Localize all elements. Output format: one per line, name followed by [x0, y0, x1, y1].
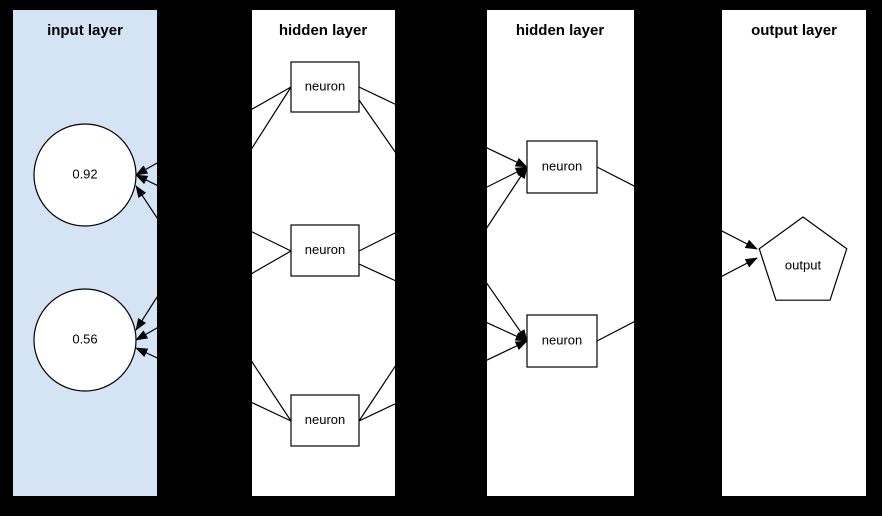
- connection-edge-h1n1-to-in1: [252, 250, 292, 275]
- connection-edge-h1n0-to-in1: [252, 86, 292, 150]
- connection-edge-out-to-h2n1: [596, 321, 634, 342]
- connection-edge-h2n1-to-h1n2: [487, 340, 528, 361]
- arrowhead-edge-h2n0-to-h1n0: [514, 157, 528, 168]
- arrowhead-edge-h2n0-to-h1n2: [516, 166, 528, 179]
- nodes-hidden-layer-2: neuron neuron: [526, 140, 598, 368]
- edges-clipped-hidden-layer-1: [252, 86, 395, 422]
- arrowhead-edge-h1n1-to-in0: [135, 174, 149, 185]
- connections-group: [135, 86, 758, 422]
- layer-panel-hidden-layer-2: [487, 10, 634, 496]
- connection-edge-h2n1-to-h1n1: [487, 322, 528, 342]
- connection-edge-h2n1-to-h1n0: [487, 282, 528, 342]
- edges-clipped-input-layer: [135, 162, 157, 359]
- node-shape-hidden1-node-1[interactable]: [290, 224, 360, 277]
- connection-edge-h1n1-to-in0: [252, 231, 292, 252]
- arrowhead-edge-h1n2-to-in1: [135, 347, 149, 358]
- arrowhead-edge-h1n0-to-in1: [135, 317, 146, 331]
- connection-edge-out-to-h2n0: [722, 230, 758, 250]
- connection-edge-h2n0-to-h1n2: [487, 166, 528, 229]
- nodes-output-layer: output: [758, 216, 848, 301]
- layer-title-input-layer: input layer: [47, 22, 123, 39]
- connection-edge-h2n0-to-h1n0: [358, 86, 395, 105]
- node-shape-input-node-0[interactable]: [33, 123, 137, 227]
- connection-edge-h1n0-to-in0: [252, 86, 292, 110]
- layer-title-output-layer: output layer: [751, 22, 837, 39]
- arrowhead-edge-out-to-h2n1: [744, 257, 758, 268]
- nodes-input-layer: 0.92 0.56: [33, 123, 137, 392]
- connection-edge-h2n0-to-h1n2: [358, 365, 395, 422]
- node-label-input-node-0: 0.92: [72, 166, 97, 181]
- nodes-group: 0.92 0.56 neuron neuron neuron neuron neuron ou…: [33, 61, 848, 447]
- node-label-input-node-1: 0.56: [72, 331, 97, 346]
- nodes-hidden-layer-1: neuron neuron neuron: [290, 61, 360, 447]
- node-label-hidden2-node-0: neuron: [542, 158, 582, 173]
- node-shape-input-node-1[interactable]: [33, 288, 137, 392]
- arrowhead-edge-h2n1-to-h1n1: [514, 332, 528, 342]
- connection-edge-out-to-h2n1: [722, 257, 758, 277]
- edges-clipped-hidden-layer-2: [487, 147, 634, 361]
- connection-edge-out-to-h2n0: [596, 166, 634, 187]
- node-shape-hidden2-node-1[interactable]: [526, 314, 598, 368]
- connection-edge-h1n2-to-in0: [252, 360, 292, 422]
- arrowhead-edge-h1n2-to-in0: [135, 185, 147, 198]
- node-label-hidden2-node-1: neuron: [542, 332, 582, 347]
- node-shape-hidden2-node-0[interactable]: [526, 140, 598, 194]
- arrowhead-edge-h1n1-to-in1: [135, 330, 149, 341]
- node-shape-hidden1-node-0[interactable]: [290, 61, 360, 113]
- node-label-hidden1-node-0: neuron: [305, 78, 345, 93]
- layer-title-hidden-layer-1: hidden layer: [279, 22, 368, 39]
- arrowhead-edge-h2n1-to-h1n2: [514, 340, 528, 351]
- node-shape-hidden1-node-2[interactable]: [290, 394, 360, 447]
- node-shape-output-node-0[interactable]: [758, 216, 848, 301]
- node-label-output-node-0: output: [785, 257, 822, 272]
- layer-titles-group: input layer hidden layer hidden layer outpu…: [47, 22, 837, 39]
- layer-panel-input-layer: [13, 10, 157, 496]
- node-label-hidden1-node-1: neuron: [305, 242, 345, 257]
- connection-edge-h1n2-to-in1: [252, 401, 292, 422]
- arrowhead-edge-out-to-h2n0: [744, 239, 758, 250]
- node-label-hidden1-node-2: neuron: [305, 412, 345, 427]
- connection-edge-h2n1-to-h1n1: [358, 263, 395, 282]
- connection-edge-h2n0-to-h1n1: [487, 166, 528, 188]
- layer-title-hidden-layer-2: hidden layer: [516, 22, 605, 39]
- connection-edge-h2n1-to-h1n2: [358, 403, 395, 422]
- connection-edge-h2n1-to-h1n0: [358, 99, 395, 153]
- edges-clipped-output-layer: [722, 230, 758, 277]
- connection-edge-h2n0-to-h1n1: [358, 232, 395, 252]
- connection-edge-h2n0-to-h1n0: [487, 147, 528, 168]
- arrowhead-edge-h1n0-to-in0: [135, 165, 149, 176]
